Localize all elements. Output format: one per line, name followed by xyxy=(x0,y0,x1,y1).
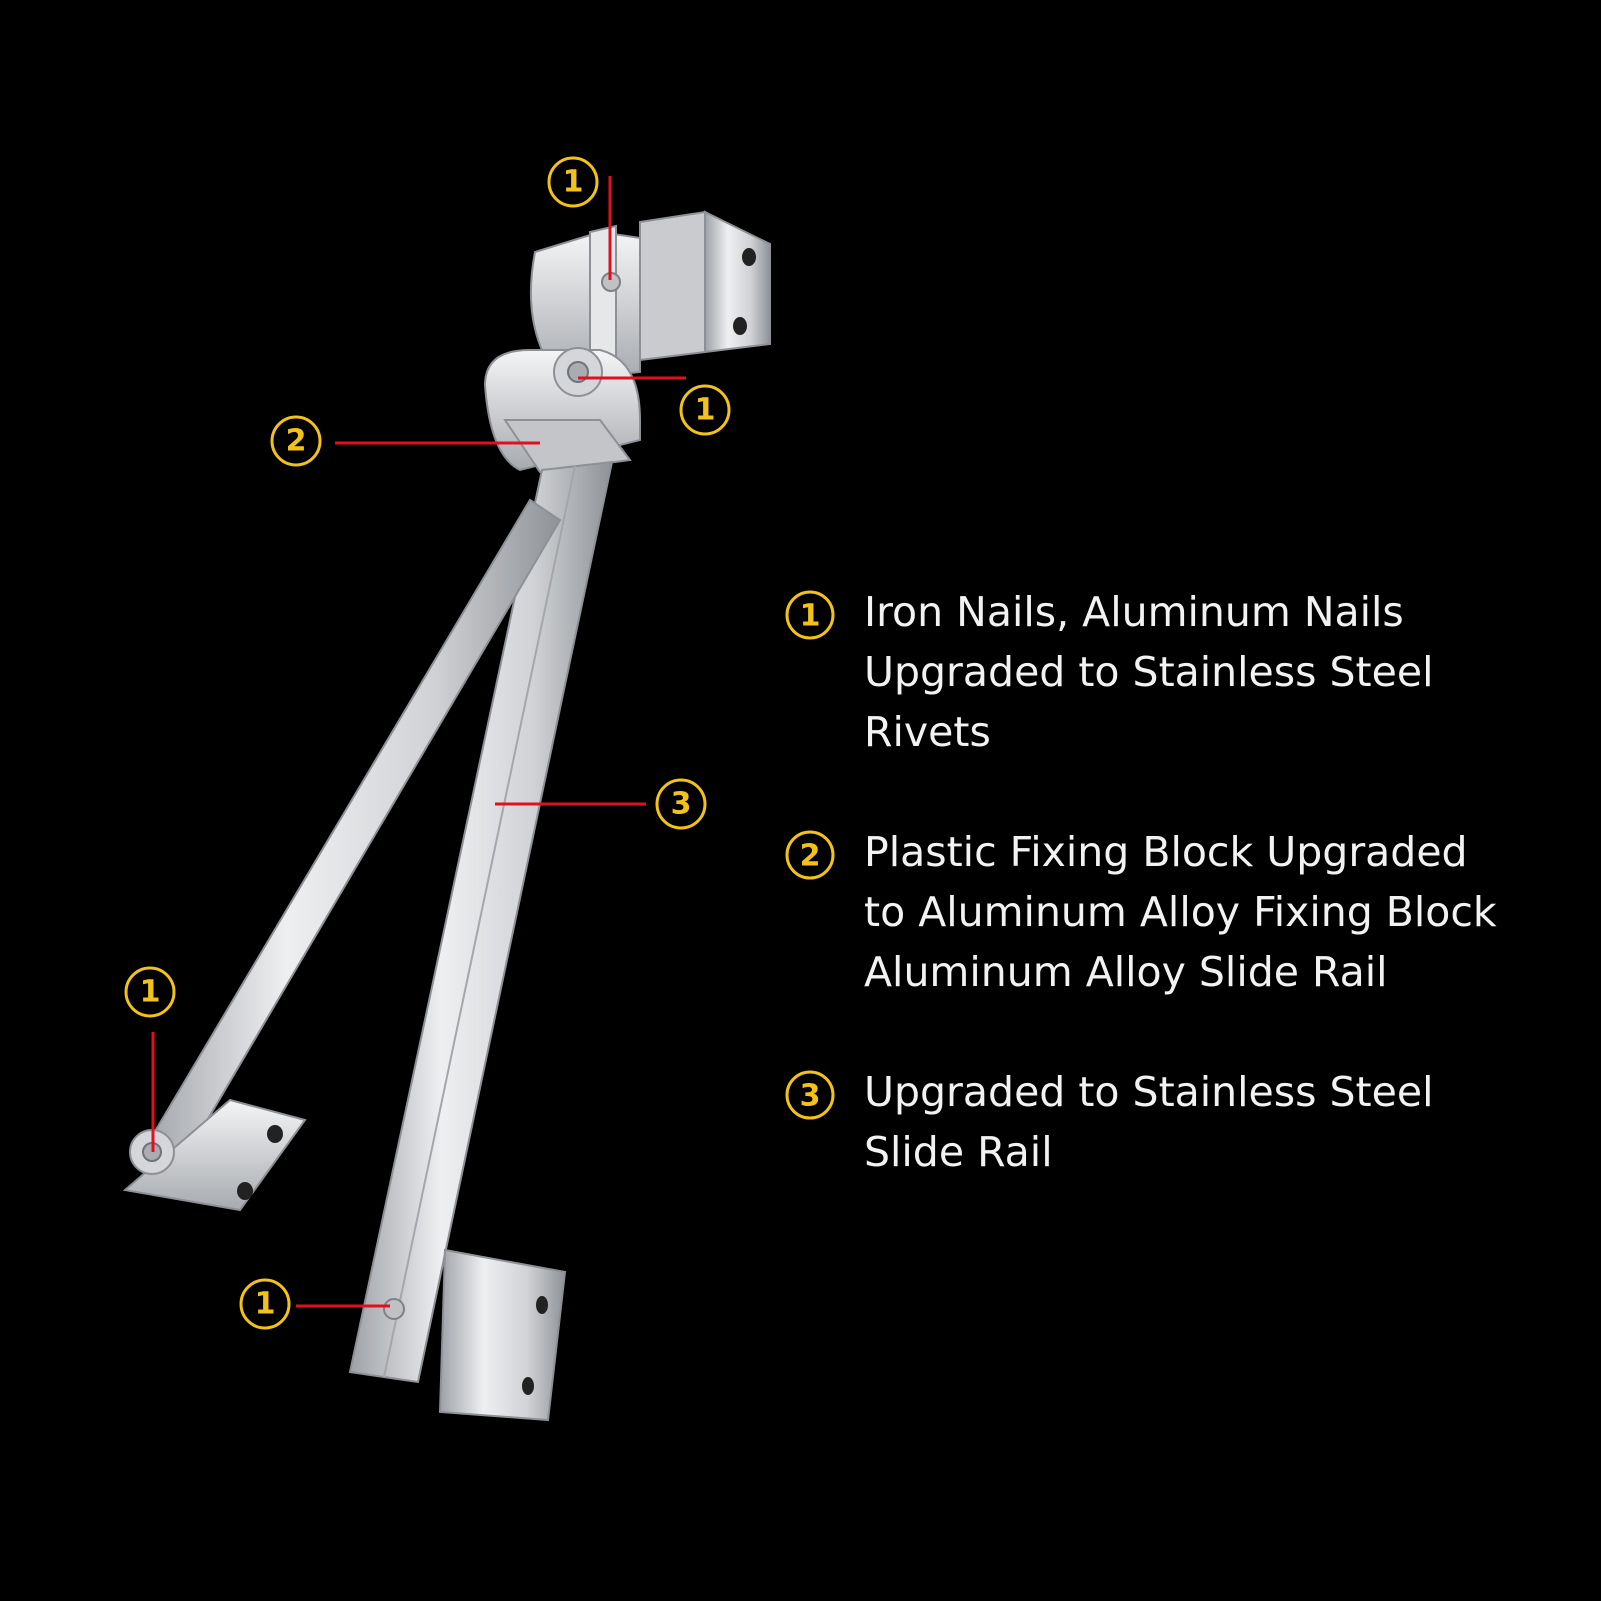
legend-line: to Aluminum Alloy Fixing Block xyxy=(864,888,1497,936)
marker-top: 1 xyxy=(547,156,599,208)
marker-number: 1 xyxy=(140,975,161,1010)
legend-number: 3 xyxy=(800,1079,821,1114)
legend-line: Aluminum Alloy Slide Rail xyxy=(864,948,1388,996)
legend-line: Iron Nails, Aluminum Nails xyxy=(864,588,1404,636)
marker-circle xyxy=(270,415,322,467)
legend-description: Iron Nails, Aluminum Nails Upgraded to S… xyxy=(864,582,1584,762)
legend-number-badge: 1 xyxy=(785,590,835,640)
top-bracket xyxy=(529,210,771,382)
left-bracket xyxy=(122,1098,307,1212)
legend-line: Rivets xyxy=(864,708,991,756)
legend-number: 1 xyxy=(800,599,821,634)
legend-line: Upgraded to Stainless Steel xyxy=(864,648,1434,696)
marker-block: 2 xyxy=(270,415,322,467)
legend-description: Upgraded to Stainless Steel Slide Rail xyxy=(864,1062,1584,1182)
legend-description: Plastic Fixing Block Upgraded to Aluminu… xyxy=(864,822,1584,1002)
legend-number-badge: 2 xyxy=(785,830,835,880)
marker-rail: 3 xyxy=(655,778,707,830)
marker-number: 2 xyxy=(286,424,307,459)
legend-number: 2 xyxy=(800,839,821,874)
legend-line: Upgraded to Stainless Steel xyxy=(864,1068,1434,1116)
legend-number-badge: 3 xyxy=(785,1070,835,1120)
bottom-bracket xyxy=(383,1248,567,1422)
marker-bottom: 1 xyxy=(239,1278,291,1330)
legend-line: Plastic Fixing Block Upgraded xyxy=(864,828,1468,876)
marker-circle xyxy=(124,966,176,1018)
marker-left: 1 xyxy=(124,966,176,1018)
marker-number: 1 xyxy=(563,165,584,200)
marker-circle xyxy=(655,778,707,830)
marker-pivot: 1 xyxy=(679,384,731,436)
legend-line: Slide Rail xyxy=(864,1128,1053,1176)
marker-circle xyxy=(239,1278,291,1330)
marker-circle xyxy=(547,156,599,208)
slide-rail xyxy=(348,460,614,1384)
pivot-hinge xyxy=(483,347,641,474)
leader-lines xyxy=(151,176,686,1308)
marker-circle xyxy=(679,384,731,436)
marker-number: 1 xyxy=(255,1287,276,1322)
marker-number: 1 xyxy=(695,393,716,428)
marker-number: 3 xyxy=(671,787,692,822)
